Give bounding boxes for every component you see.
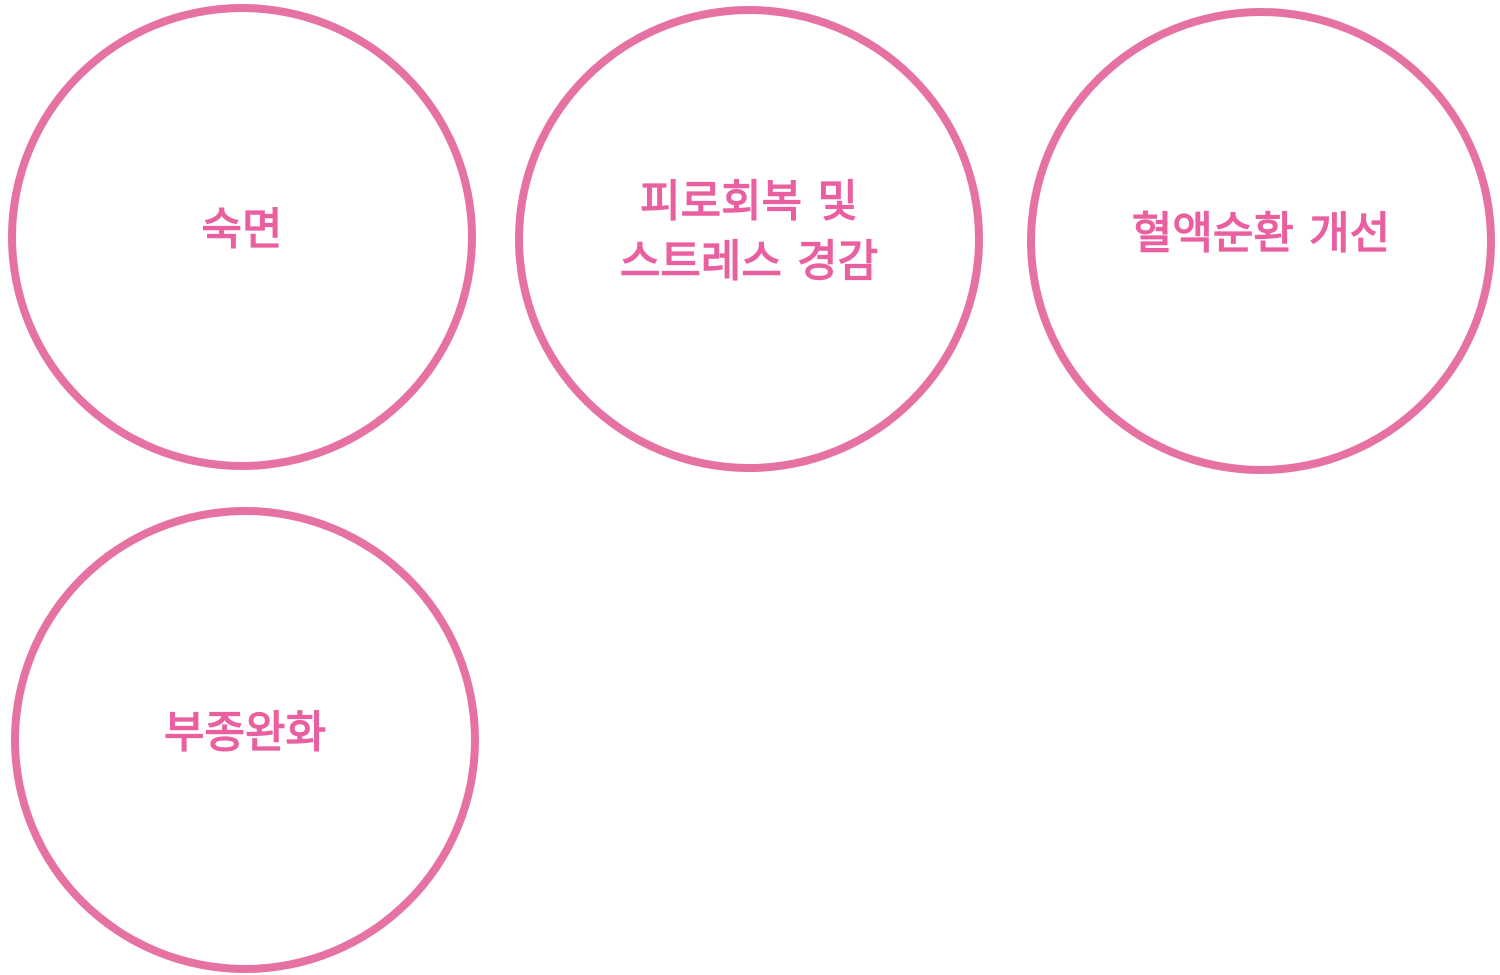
benefit-circle-sleep: 숙면	[8, 4, 476, 470]
benefit-circle-swelling: 부종완화	[11, 507, 479, 973]
benefit-label: 혈액순환 개선	[1131, 208, 1391, 259]
benefit-label: 피로회복 및 스트레스 경감	[619, 176, 879, 287]
benefit-circle-circulation: 혈액순환 개선	[1027, 8, 1495, 474]
benefit-label: 부종완화	[164, 707, 326, 758]
benefit-circle-fatigue-stress: 피로회복 및 스트레스 경감	[515, 6, 983, 472]
benefit-label: 숙면	[201, 204, 283, 255]
